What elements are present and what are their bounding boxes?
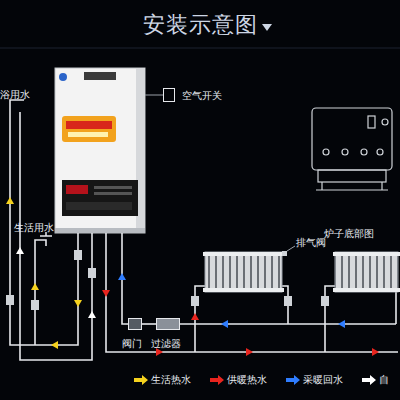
power-wire bbox=[145, 95, 150, 96]
pipe-network bbox=[10, 100, 398, 360]
boiler-bottom-view bbox=[312, 108, 392, 190]
air-switch: 空气开关 bbox=[163, 88, 175, 102]
boiler-unit bbox=[55, 68, 145, 233]
radiator bbox=[203, 252, 284, 292]
valve-symbol: 阀门 bbox=[128, 318, 142, 330]
air-vent bbox=[282, 251, 287, 256]
cold-water-pipe bbox=[20, 112, 92, 360]
legend-label: 自 bbox=[379, 373, 389, 387]
title-rule bbox=[0, 48, 400, 49]
legend-item: 采暖回水 bbox=[286, 373, 343, 387]
flow-arrows bbox=[6, 197, 379, 356]
node-label: 过滤器 bbox=[151, 337, 181, 351]
node-label: 炉子底部图 bbox=[324, 227, 374, 241]
legend-label: 供暖热水 bbox=[227, 373, 267, 387]
leader-line bbox=[287, 246, 295, 251]
part-label: 生活用水 bbox=[14, 221, 54, 235]
legend-label: 生活热水 bbox=[151, 373, 191, 387]
bottom-view-panel: 炉子底部图 bbox=[312, 105, 394, 193]
legend-arrow bbox=[134, 375, 148, 385]
pipe-fittings bbox=[6, 250, 329, 310]
part-label: 浴用水 bbox=[0, 88, 30, 102]
legend-item: 生活热水 bbox=[134, 373, 191, 387]
legend-label: 采暖回水 bbox=[303, 373, 343, 387]
part-label: 排气阀 bbox=[296, 236, 326, 250]
title-triangle bbox=[262, 24, 272, 31]
node-label: 阀门 bbox=[122, 337, 142, 351]
filter-symbol: 过滤器 bbox=[156, 318, 180, 330]
legend-item: 自 bbox=[362, 373, 389, 387]
diagram-title: 安装示意图 bbox=[0, 10, 400, 40]
power-wire bbox=[150, 95, 163, 96]
legend-arrow bbox=[210, 375, 224, 385]
supply-pipe bbox=[325, 286, 335, 352]
legend-arrow bbox=[286, 375, 300, 385]
node-label: 空气开关 bbox=[182, 89, 222, 103]
supply-pipe bbox=[106, 233, 398, 352]
hot-water-pipe bbox=[35, 240, 46, 345]
legend-item: 供暖热水 bbox=[210, 373, 267, 387]
legend-arrow bbox=[362, 375, 376, 385]
radiator bbox=[333, 252, 400, 292]
pipe-connector bbox=[142, 323, 156, 325]
